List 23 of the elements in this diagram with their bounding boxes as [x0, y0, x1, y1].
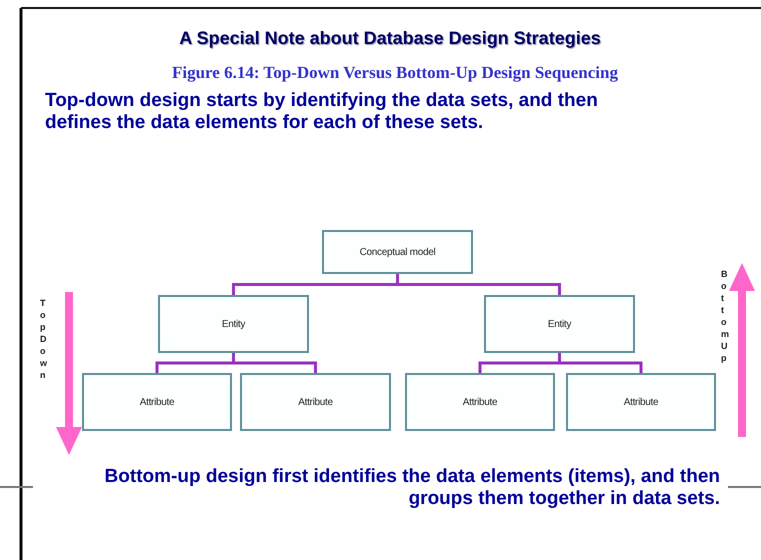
connector-line: [232, 353, 317, 373]
vertical-label: Top Down: [40, 297, 49, 381]
box-label: Attribute: [298, 396, 333, 408]
entity-box: [240, 373, 391, 431]
entity-box: [566, 373, 716, 431]
box-label: Entity: [222, 318, 246, 330]
entity-box: [484, 295, 635, 353]
box-label: Conceptual model: [360, 246, 436, 258]
box-label: Attribute: [140, 396, 174, 408]
box-label: Attribute: [462, 396, 498, 408]
vertical-label: Bottom Up: [721, 268, 730, 364]
entity-box: [82, 373, 232, 431]
entity-box: [158, 295, 309, 353]
paragraph: Top-down design starts by identifying the data sets, and then defines the data elements for each of these sets.: [45, 90, 599, 134]
paragraph: Bottom-up design first identifies the data elements (items), and then groups them together in data sets.: [104, 466, 720, 510]
entity-box: [322, 230, 473, 274]
connector-line: [396, 274, 561, 295]
figure-caption: Figure 6.14: Top-Down Versus Bottom-Up Design Sequencing: [170, 63, 619, 83]
box-label: Attribute: [624, 396, 658, 408]
connector-line: [558, 353, 642, 373]
entity-box: [405, 373, 555, 431]
box-label: Entity: [548, 318, 572, 330]
heading: A Special Note about Database Design Strategies: [178, 28, 602, 49]
